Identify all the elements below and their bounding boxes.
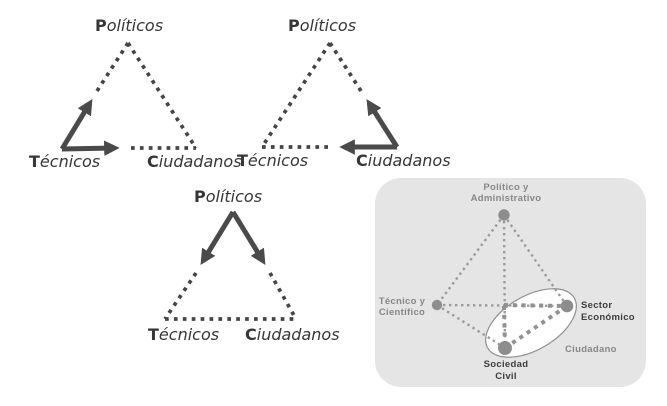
t3-arrow-to-ciudadanos (230, 210, 266, 265)
t1-side-left-upper-dotted (95, 41, 130, 93)
label-sector-line2: Económico (581, 312, 635, 323)
node-sociedad-civil (498, 341, 512, 355)
t3-side-left-lower-dotted (163, 271, 198, 321)
triangle-ciudadanos-leads: Políticos Técnicos Ciudadanos (237, 16, 451, 170)
label-politico-line1: Político y (483, 182, 529, 193)
t1-arrow-to-ciudadanos (61, 140, 120, 156)
edge-politico-sociedad (502, 214, 507, 349)
edge-tecnico-sociedad (436, 303, 506, 350)
citizen-ellipse-group (485, 288, 577, 358)
edge-center-sociedad-thick (502, 305, 507, 349)
edge-politico-sector (503, 214, 568, 307)
label-politico-line2: Administrativo (471, 193, 542, 204)
t3-label-ciudadanos: Ciudadanos (245, 325, 340, 344)
label-tecnico-line2: Científico (379, 307, 425, 318)
label-sociedad-line2: Civil (495, 371, 517, 382)
triangle-tecnicos-leads: Políticos Técnicos Ciudadanos (29, 16, 242, 171)
t1-label-ciudadanos: Ciudadanos (147, 152, 242, 171)
edge-center-sector-thick (503, 303, 568, 308)
edge-politico-tecnico (436, 214, 505, 306)
edge-tecnico-sector (436, 303, 568, 308)
t1-side-right-dotted (126, 41, 198, 150)
node-tecnico-cientifico (431, 299, 443, 311)
t3-arrow-to-tecnicos (200, 210, 236, 265)
t2-arrow-to-politicos (366, 99, 400, 149)
label-sociedad-line1: Sociedad (484, 359, 529, 370)
node-sector-economico (560, 299, 574, 313)
label-tecnico-line1: Técnico y (379, 296, 426, 307)
t2-label-ciudadanos: Ciudadanos (356, 151, 451, 170)
t3-side-right-lower-dotted (268, 272, 298, 320)
t3-label-tecnicos: Técnicos (148, 325, 219, 344)
t1-arrow-to-politicos (59, 99, 93, 151)
t2-label-tecnicos: Técnicos (237, 151, 308, 170)
t2-side-left-dotted (260, 41, 332, 149)
label-ciudadano: Ciudadano (565, 344, 617, 355)
governance-network-panel: Político y Administrativo Técnico y Cien… (375, 178, 646, 387)
citizen-ellipse (485, 288, 577, 358)
edge-sociedad-sector-thick (503, 304, 569, 350)
t3-label-politicos: Políticos (194, 187, 262, 206)
t2-side-right-upper-dotted (328, 41, 363, 93)
panel-background (375, 178, 646, 387)
t2-label-politicos: Políticos (288, 16, 356, 35)
t1-label-tecnicos: Técnicos (29, 152, 100, 171)
triangle-politicos-leads: Políticos Técnicos Ciudadanos (148, 187, 340, 344)
node-politico-administrativo (498, 209, 510, 221)
label-sector-line1: Sector (581, 300, 612, 311)
t1-label-politicos: Políticos (95, 16, 163, 35)
